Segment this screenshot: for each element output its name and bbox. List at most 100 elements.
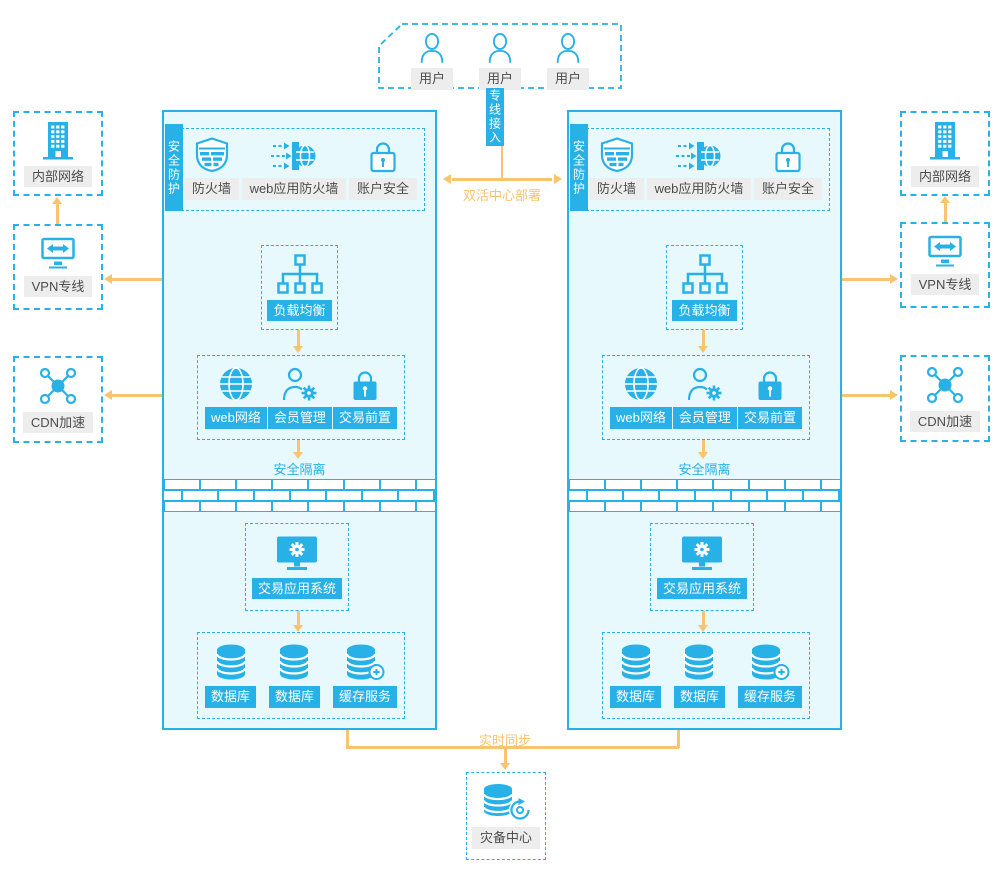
- disaster-recovery-box: 灾备中心: [466, 772, 546, 860]
- account-security-item: 账户安全: [753, 140, 822, 200]
- vpn-box-right: VPN专线: [900, 222, 990, 308]
- building-icon: [930, 121, 960, 160]
- database-label: 数据库: [268, 686, 320, 708]
- user-item: 用户: [410, 33, 453, 90]
- member-mgmt-label: 会员管理: [267, 407, 332, 429]
- data-row-box: 数据库 数据库: [602, 632, 810, 719]
- web-app-firewall-icon: [270, 142, 316, 171]
- vpn-label: VPN专线: [910, 273, 980, 296]
- cdn-label: CDN加速: [22, 411, 94, 434]
- connector-app-wall: [702, 440, 705, 452]
- cdn-box-left: CDN加速: [13, 356, 103, 443]
- waf-label: web应用防火墙: [241, 178, 347, 200]
- cache-database-icon: [750, 644, 790, 681]
- shield-firewall-icon: [600, 137, 633, 173]
- connector-dcright-down: [677, 730, 680, 748]
- account-security-item: 账户安全: [348, 140, 417, 200]
- user-icon: [420, 33, 444, 63]
- internal-network-box-right: 内部网络: [900, 111, 990, 196]
- connector-dc-cdn-left: [112, 394, 162, 397]
- cache-item: 缓存服务: [737, 643, 802, 708]
- waf-item: web应用防火墙: [241, 139, 347, 200]
- member-gear-icon: [687, 368, 722, 401]
- cdn-nodes-icon: [926, 366, 964, 403]
- app-system-label: 交易应用系统: [656, 577, 747, 600]
- account-security-label: 账户安全: [348, 178, 417, 200]
- isolation-label: 安全隔离: [273, 462, 326, 477]
- lock-filled-icon: [353, 371, 377, 401]
- deploy-label: 双活中心部署: [462, 188, 541, 203]
- user-item: 用户: [547, 33, 590, 90]
- lock-filled-icon: [758, 371, 782, 401]
- arrowhead-cdn-right: [890, 390, 898, 400]
- monitor-gear-icon: [277, 536, 317, 570]
- waf-item: web应用防火墙: [646, 139, 752, 200]
- deploy-arrowhead-left: [443, 174, 451, 184]
- database-icon: [620, 644, 651, 680]
- web-network-label: web网络: [610, 407, 672, 429]
- arrowhead-appsys-data: [698, 625, 708, 632]
- cache-item: 缓存服务: [332, 643, 397, 708]
- protection-tab: 安全防护: [570, 124, 588, 211]
- connector-app-wall: [297, 440, 300, 452]
- arrowhead-vpn-right: [890, 274, 898, 284]
- web-network-item: web网络: [205, 366, 267, 429]
- connector-appsys-data: [702, 611, 705, 625]
- firewall-brick-wall: [164, 479, 435, 512]
- vpn-box-left: VPN专线: [13, 224, 103, 310]
- firewall-item: 防火墙: [589, 137, 645, 200]
- load-balancer-box: 负载均衡: [261, 245, 338, 330]
- load-balancer-box: 负载均衡: [666, 245, 743, 330]
- connector-dr-down: [504, 748, 507, 763]
- arrowhead-vpn-left: [104, 274, 112, 284]
- web-network-label: web网络: [205, 407, 267, 429]
- connector-dc-vpn-right: [842, 278, 892, 281]
- app-system-label: 交易应用系统: [251, 577, 342, 600]
- connector-appsys-data: [297, 611, 300, 625]
- cdn-nodes-icon: [39, 367, 77, 404]
- users-group: 用户 用户 用户: [378, 23, 622, 90]
- load-balancer-label: 负载均衡: [267, 299, 332, 322]
- building-icon: [43, 121, 73, 160]
- backup-database-icon: [482, 784, 530, 822]
- member-gear-icon: [282, 368, 317, 401]
- datacenter-left: 安全防护 防火墙: [162, 110, 437, 730]
- member-mgmt-item: 会员管理: [672, 367, 737, 429]
- security-row-box: 防火墙 web应用防火墙: [176, 128, 425, 211]
- database-item: 数据库: [673, 643, 725, 708]
- app-system-box: 交易应用系统: [650, 523, 754, 611]
- connector-vpn-internal-right: [944, 203, 947, 222]
- member-mgmt-item: 会员管理: [267, 367, 332, 429]
- trade-front-label: 交易前置: [332, 407, 397, 429]
- arrowhead-app-wall: [698, 452, 708, 459]
- isolation-label: 安全隔离: [678, 462, 731, 477]
- database-label: 数据库: [610, 686, 662, 708]
- connector-lb-app: [702, 330, 705, 346]
- connector-sync-horizontal: [346, 746, 679, 749]
- access-tab: 专线接入: [486, 88, 504, 146]
- user-icon: [556, 33, 580, 63]
- app-system-box: 交易应用系统: [245, 523, 349, 611]
- firewall-label: 防火墙: [184, 178, 240, 200]
- database-icon: [215, 644, 246, 680]
- waf-label: web应用防火墙: [646, 178, 752, 200]
- connector-deploy-line: [452, 178, 552, 181]
- arrowhead-cdn-left: [104, 390, 112, 400]
- data-row-box: 数据库 数据库: [197, 632, 405, 719]
- protection-tab: 安全防护: [165, 124, 183, 211]
- globe-icon: [624, 367, 657, 402]
- firewall-brick-wall: [569, 479, 840, 512]
- vpn-label: VPN专线: [23, 275, 93, 298]
- database-item: 数据库: [205, 643, 257, 708]
- deploy-arrowhead-right: [554, 174, 562, 184]
- database-icon: [684, 644, 715, 680]
- cache-label: 缓存服务: [332, 686, 397, 708]
- shield-firewall-icon: [195, 137, 228, 173]
- globe-icon: [219, 367, 252, 402]
- user-label: 用户: [547, 68, 590, 90]
- user-icon: [488, 33, 512, 63]
- web-app-firewall-icon: [675, 142, 721, 171]
- lock-icon: [370, 142, 396, 173]
- connector-dcleft-down: [346, 730, 349, 748]
